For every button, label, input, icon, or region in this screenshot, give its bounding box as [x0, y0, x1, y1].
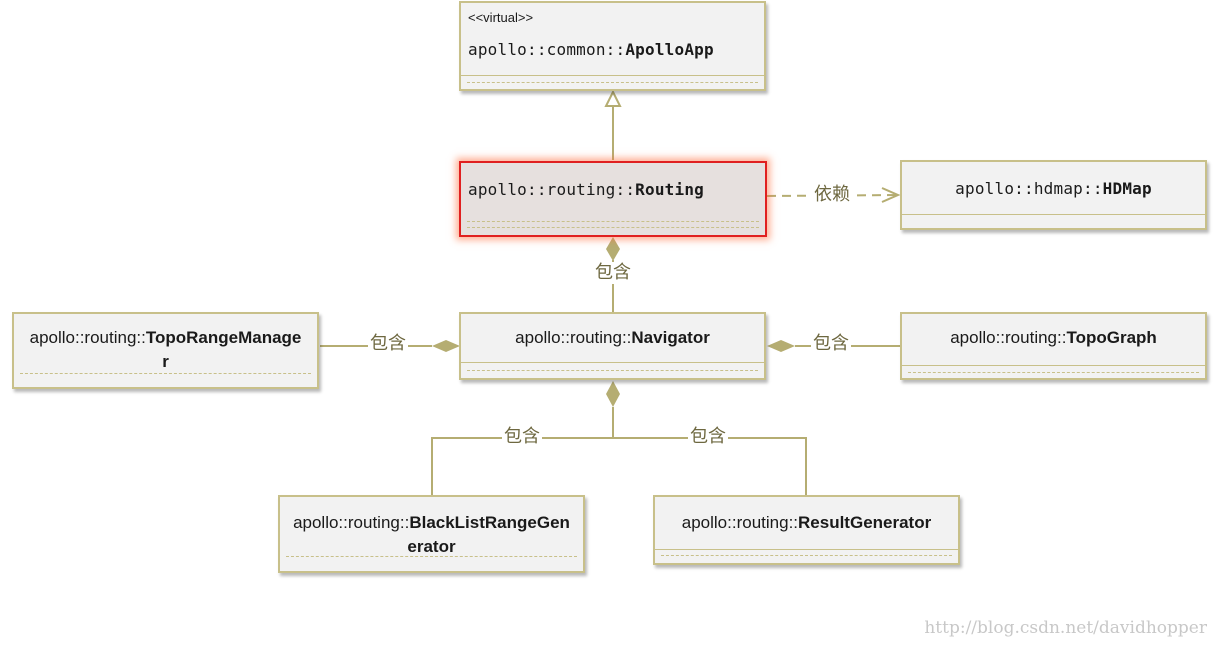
- navigator-left-diamond: [432, 340, 460, 352]
- dependency-label: 依赖: [812, 184, 852, 206]
- routing-navigator-label: 包含: [593, 262, 633, 284]
- class-routing[interactable]: apollo::routing::Routing: [459, 161, 767, 237]
- navigator-bottom-diamond: [606, 381, 620, 407]
- class-title: Routing: [635, 180, 705, 199]
- class-apollo-app[interactable]: <<virtual>> apollo::common::ApolloApp: [459, 1, 766, 91]
- inheritance-arrowhead: [604, 89, 622, 107]
- method-separator: [908, 372, 1199, 373]
- watermark: http://blog.csdn.net/davidhopper: [924, 618, 1207, 638]
- class-title: TopoRangeManage: [145, 328, 302, 347]
- class-name: apollo::routing::Navigator: [461, 327, 764, 349]
- class-title: HDMap: [1102, 179, 1152, 198]
- class-name: apollo::routing::BlackListRangeGen: [280, 512, 583, 534]
- method-separator: [467, 82, 758, 83]
- class-navigator[interactable]: apollo::routing::Navigator: [459, 312, 766, 380]
- class-topo-graph[interactable]: apollo::routing::TopoGraph: [900, 312, 1207, 380]
- namespace: apollo::common::: [468, 40, 626, 59]
- attribute-separator: [461, 362, 764, 363]
- namespace: apollo::routing::: [29, 328, 146, 347]
- class-title-wrap: erator: [407, 537, 456, 556]
- class-name-wrap: erator: [280, 536, 583, 558]
- class-topo-range-manager[interactable]: apollo::routing::TopoRangeManage r: [12, 312, 319, 389]
- namespace: apollo::routing::: [515, 328, 632, 347]
- attribute-separator: [467, 221, 759, 222]
- class-blacklist-range-generator[interactable]: apollo::routing::BlackListRangeGen erato…: [278, 495, 585, 573]
- navigator-toporange-label: 包含: [368, 333, 408, 355]
- namespace: apollo::routing::: [950, 328, 1067, 347]
- namespace: apollo::routing::: [681, 513, 799, 532]
- stereotype-label: <<virtual>>: [468, 10, 534, 25]
- navigator-topograph-label: 包含: [811, 333, 851, 355]
- attribute-separator: [461, 75, 764, 76]
- class-title-wrap: r: [162, 352, 169, 371]
- navigator-right-diamond: [767, 340, 795, 352]
- dependency-arrowhead: [881, 187, 901, 203]
- blacklist-branch-line: [431, 437, 613, 495]
- method-separator: [467, 370, 758, 371]
- class-name: apollo::routing::Routing: [461, 179, 765, 201]
- navigator-blacklist-label: 包含: [502, 426, 542, 448]
- class-hdmap[interactable]: apollo::hdmap::HDMap: [900, 160, 1207, 230]
- class-name: apollo::routing::TopoRangeManage: [14, 327, 317, 349]
- class-result-generator[interactable]: apollo::routing::ResultGenerator: [653, 495, 960, 565]
- attribute-separator: [655, 549, 958, 550]
- class-name-wrap: r: [14, 351, 317, 373]
- attribute-separator: [20, 373, 311, 374]
- class-title: BlackListRangeGen: [409, 513, 570, 532]
- class-title: ApolloApp: [625, 40, 714, 59]
- class-name: apollo::common::ApolloApp: [461, 39, 764, 61]
- class-title: TopoGraph: [1066, 328, 1157, 347]
- namespace: apollo::routing::: [293, 513, 410, 532]
- attribute-separator: [902, 214, 1205, 215]
- class-name: apollo::routing::ResultGenerator: [655, 512, 958, 534]
- class-name: apollo::routing::TopoGraph: [902, 327, 1205, 349]
- attribute-separator: [902, 365, 1205, 366]
- namespace: apollo::routing::: [468, 180, 636, 199]
- attribute-separator: [286, 556, 577, 557]
- namespace: apollo::hdmap::: [955, 179, 1103, 198]
- method-separator: [661, 555, 952, 556]
- class-name: apollo::hdmap::HDMap: [902, 178, 1205, 200]
- routing-composition-diamond: [606, 237, 620, 261]
- result-branch-line: [613, 437, 807, 495]
- method-separator: [467, 227, 759, 228]
- class-title: Navigator: [631, 328, 710, 347]
- navigator-result-label: 包含: [688, 426, 728, 448]
- class-title: ResultGenerator: [798, 513, 932, 532]
